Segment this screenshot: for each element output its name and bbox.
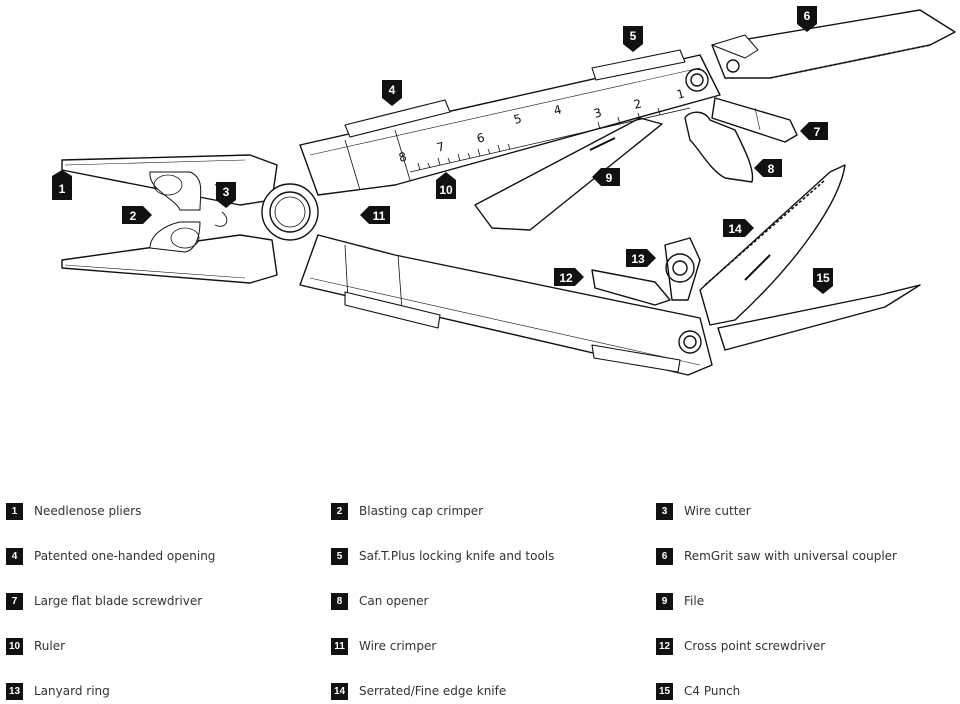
c4-punch-drawing: [717, 284, 921, 351]
legend-label: Blasting cap crimper: [359, 504, 484, 518]
ruler-number: 8: [397, 149, 408, 165]
legend-number: 1: [6, 502, 23, 520]
legend-item: 4 Patented one-handed opening: [6, 547, 215, 565]
legend-item: 2 Blasting cap crimper: [331, 502, 483, 520]
legend-number: 13: [6, 682, 23, 700]
pivot-drawing: [261, 183, 319, 241]
svg-text:7: 7: [814, 125, 821, 139]
legend-label: C4 Punch: [684, 684, 741, 698]
legend-item: 10 Ruler: [6, 637, 65, 655]
svg-text:2: 2: [130, 209, 137, 223]
multitool-diagram: 8 7 6 5 4 3 2 1 1 2 3: [52, 6, 956, 376]
ruler-number: 7: [435, 139, 446, 155]
legend-item: 6 RemGrit saw with universal coupler: [656, 547, 897, 565]
legend-number: 3: [656, 502, 673, 520]
legend-label: Needlenose pliers: [34, 504, 142, 518]
legend-label: Ruler: [34, 639, 66, 653]
ruler-number: 5: [512, 111, 523, 127]
parts-legend: 1 Needlenose pliers 2 Blasting cap crimp…: [0, 496, 960, 704]
svg-text:4: 4: [389, 83, 396, 97]
ruler-scale: 8 7 6 5 4 3 2 1: [397, 86, 691, 173]
callout-10: 10: [436, 172, 456, 199]
legend-item: 3 Wire cutter: [656, 502, 751, 520]
legend-item: 13 Lanyard ring: [6, 682, 110, 700]
legend-item: 8 Can opener: [331, 592, 428, 610]
callout-12: 12: [554, 268, 584, 286]
callout-4: 4: [382, 80, 402, 106]
svg-text:13: 13: [631, 252, 645, 266]
needlenose-pliers-drawing: [61, 154, 278, 284]
callout-8: 8: [754, 159, 782, 177]
flat-screwdriver-drawing: [711, 97, 798, 143]
legend-item: 1 Needlenose pliers: [6, 502, 141, 520]
callouts: 1 2 3 4 5 6 7 8: [52, 6, 833, 294]
svg-text:5: 5: [630, 29, 637, 43]
legend-number: 12: [656, 637, 673, 655]
saw-drawing: [711, 9, 956, 79]
legend-number: 10: [6, 637, 23, 655]
bottom-handle-drawing: [299, 234, 713, 376]
callout-6: 6: [797, 6, 817, 32]
svg-text:11: 11: [373, 209, 386, 223]
top-handle-drawing: [299, 49, 721, 196]
callout-2: 2: [122, 206, 152, 224]
legend-number: 14: [331, 682, 348, 700]
legend-item: 7 Large flat blade screwdriver: [6, 592, 202, 610]
cross-screwdriver-drawing: [591, 237, 701, 306]
legend-item: 5 Saf.T.Plus locking knife and tools: [331, 547, 554, 565]
callout-7: 7: [800, 122, 828, 140]
legend-number: 7: [6, 592, 23, 610]
callout-13: 13: [626, 249, 656, 267]
legend-item: 15 C4 Punch: [656, 682, 740, 700]
svg-text:1: 1: [59, 182, 66, 196]
legend-number: 8: [331, 592, 348, 610]
callout-9: 9: [592, 168, 620, 186]
legend-number: 15: [656, 682, 673, 700]
callout-5: 5: [623, 26, 643, 52]
ruler-number: 6: [475, 130, 486, 146]
serrated-knife-drawing: [699, 164, 846, 326]
svg-text:8: 8: [768, 162, 775, 176]
legend-label: Wire crimper: [359, 639, 437, 653]
legend-label: RemGrit saw with universal coupler: [684, 549, 897, 563]
svg-text:6: 6: [804, 9, 811, 23]
legend-number: 5: [331, 547, 348, 565]
legend-label: Wire cutter: [684, 504, 751, 518]
svg-text:9: 9: [606, 171, 613, 185]
legend-number: 9: [656, 592, 673, 610]
callout-15: 15: [813, 268, 833, 294]
legend-label: Cross point screwdriver: [684, 639, 826, 653]
legend-label: Saf.T.Plus locking knife and tools: [359, 549, 555, 563]
legend-number: 6: [656, 547, 673, 565]
legend-item: 9 File: [656, 592, 704, 610]
callout-11: 11: [360, 206, 390, 224]
svg-text:3: 3: [223, 185, 230, 199]
legend-item: 12 Cross point screwdriver: [656, 637, 825, 655]
legend-label: Serrated/Fine edge knife: [359, 684, 507, 698]
callout-14: 14: [723, 219, 754, 237]
legend-label: File: [684, 594, 705, 608]
ruler-number: 4: [552, 102, 563, 118]
legend-label: Can opener: [359, 594, 429, 608]
svg-text:15: 15: [816, 271, 830, 285]
svg-text:14: 14: [728, 222, 742, 236]
legend-item: 11 Wire crimper: [331, 637, 436, 655]
callout-1: 1: [52, 170, 72, 200]
svg-text:12: 12: [559, 271, 573, 285]
legend-label: Patented one-handed opening: [34, 549, 216, 563]
legend-number: 4: [6, 547, 23, 565]
ruler-number: 2: [632, 96, 643, 112]
legend-number: 2: [331, 502, 348, 520]
legend-label: Lanyard ring: [34, 684, 110, 698]
ruler-number: 3: [592, 105, 603, 121]
ruler-number: 1: [675, 86, 686, 102]
legend-number: 11: [331, 637, 348, 655]
legend-item: 14 Serrated/Fine edge knife: [331, 682, 506, 700]
legend-label: Large flat blade screwdriver: [34, 594, 203, 608]
svg-text:10: 10: [439, 183, 453, 197]
can-opener-drawing: [684, 111, 754, 183]
callout-3: 3: [216, 182, 236, 208]
